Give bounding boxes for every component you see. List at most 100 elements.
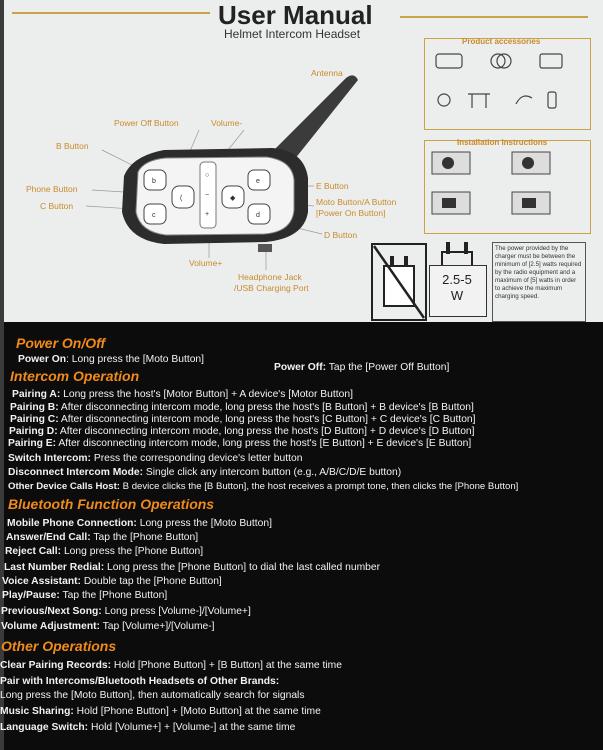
- bluetooth-label: Voice Assistant:: [2, 576, 81, 587]
- intercom-label: Pairing C:: [10, 414, 59, 425]
- other-label: Music Sharing:: [0, 706, 74, 717]
- bluetooth-text: Double tap the [Phone Button]: [80, 576, 222, 587]
- intercom-text: After disconnecting intercom mode, long …: [58, 414, 476, 425]
- bluetooth-label: Previous/Next Song:: [1, 606, 102, 617]
- intercom-text: After disconnecting intercom mode, long …: [56, 438, 472, 449]
- intercom-text: After disconnecting intercom mode, long …: [57, 426, 475, 437]
- other-line: Long press the [Moto Button], then autom…: [0, 690, 305, 701]
- intercom-line: Pairing A: Long press the host's [Motor …: [12, 389, 353, 400]
- power-on-line: Power On: Long press the [Moto Button]: [18, 354, 204, 365]
- intercom-line: Switch Intercom: Press the corresponding…: [8, 453, 302, 464]
- heading-power: Power On/Off: [16, 335, 106, 351]
- no-charger-icon: [371, 243, 427, 321]
- power-on-label: Power On: [18, 354, 67, 365]
- header-rule-right: [400, 16, 588, 18]
- callout-d-button: D Button: [324, 230, 358, 240]
- svg-text:○: ○: [205, 172, 209, 179]
- bluetooth-label: Answer/End Call:: [6, 532, 91, 543]
- intercom-label: Disconnect Intercom Mode:: [8, 467, 144, 478]
- power-rating: 2.5-5 W: [436, 272, 478, 304]
- callout-headphone-jack: Headphone Jack: [238, 272, 302, 282]
- charger-plug-icon: [441, 242, 473, 267]
- instructions-panel: Power On/Off Power On: Long press the [M…: [0, 322, 603, 750]
- bluetooth-text: Tap the [Phone Button]: [90, 532, 199, 543]
- intercom-label: Pairing B:: [10, 402, 59, 413]
- svg-text:e: e: [256, 178, 260, 185]
- intercom-text: Press the corresponding device's letter …: [90, 453, 303, 464]
- callout-c-button: C Button: [40, 201, 74, 211]
- accessories-box: [424, 38, 591, 130]
- bluetooth-line: Answer/End Call: Tap the [Phone Button]: [6, 532, 198, 543]
- other-line: Music Sharing: Hold [Phone Button] + [Mo…: [0, 706, 321, 717]
- accessories-title: Product accessories: [462, 37, 541, 46]
- bluetooth-label: Mobile Phone Connection:: [7, 518, 137, 529]
- callout-b-button: B Button: [56, 141, 89, 151]
- bluetooth-text: Long press the [Phone Button] to dial th…: [104, 562, 381, 573]
- bluetooth-label: Play/Pause:: [2, 590, 60, 601]
- accessories-illustration: [435, 53, 563, 109]
- intercom-text: B device clicks the [B Button], the host…: [119, 481, 519, 492]
- bluetooth-text: Long press the [Moto Button]: [136, 518, 272, 529]
- callout-power-off: Power Off Button: [114, 118, 179, 128]
- other-label: Clear Pairing Records:: [0, 660, 112, 671]
- power-off-label: Power Off:: [274, 362, 327, 373]
- power-off-text: Tap the [Power Off Button]: [326, 362, 450, 373]
- intercom-line: Pairing B: After disconnecting intercom …: [10, 402, 474, 413]
- bluetooth-label: Volume Adjustment:: [1, 621, 100, 632]
- svg-text:−: −: [205, 192, 209, 199]
- callout-moto-button: Moto Button/A Button: [316, 197, 397, 207]
- intercom-line: Pairing D: After disconnecting intercom …: [9, 426, 475, 437]
- bluetooth-text: Tap the [Phone Button]: [59, 590, 168, 601]
- heading-intercom: Intercom Operation: [10, 368, 140, 384]
- bluetooth-text: Long press the [Phone Button]: [61, 546, 204, 557]
- bluetooth-line: Reject Call: Long press the [Phone Butto…: [5, 546, 203, 557]
- callout-antenna: Antenna: [311, 68, 343, 78]
- page-title: User Manual: [218, 0, 373, 30]
- charger-note-box: [492, 242, 586, 322]
- other-text: Hold [Phone Button] + [B Button] at the …: [111, 660, 342, 671]
- other-line: Pair with Intercoms/Bluetooth Headsets o…: [0, 676, 279, 687]
- other-line: Clear Pairing Records: Hold [Phone Butto…: [0, 660, 342, 671]
- bluetooth-line: Volume Adjustment: Tap [Volume+]/[Volume…: [1, 621, 215, 632]
- intercom-label: Pairing E:: [8, 438, 57, 449]
- power-off-line: Power Off: Tap the [Power Off Button]: [274, 362, 449, 373]
- other-text: Hold [Phone Button] + [Moto Button] at t…: [73, 706, 321, 717]
- bluetooth-text: Tap [Volume+]/[Volume-]: [99, 621, 215, 632]
- power-on-text: : Long press the [Moto Button]: [66, 354, 205, 365]
- intercom-label: Other Device Calls Host:: [8, 481, 120, 492]
- other-label: Pair with Intercoms/Bluetooth Headsets o…: [0, 676, 280, 687]
- other-label: Language Switch:: [0, 722, 89, 733]
- power-rating-box: [429, 265, 487, 317]
- svg-text:c: c: [152, 212, 156, 219]
- callout-e-button: E Button: [316, 181, 349, 191]
- heading-bluetooth: Bluetooth Function Operations: [8, 496, 215, 512]
- installation-illustration: [431, 151, 551, 215]
- bluetooth-line: Last Number Redial: Long press the [Phon…: [4, 562, 380, 573]
- headset-device-illustration: b c ( e d ◆ ○ − +: [85, 75, 358, 270]
- bluetooth-label: Last Number Redial:: [4, 562, 105, 573]
- intercom-line: Pairing E: After disconnecting intercom …: [8, 438, 471, 449]
- callout-volume-plus: Volume+: [189, 258, 223, 268]
- header-rule-left: [12, 12, 210, 14]
- intercom-line: Pairing C: After disconnecting intercom …: [10, 414, 476, 425]
- installation-title: Installation instructions: [457, 138, 548, 147]
- intercom-text: Single click any intercom button (e.g., …: [143, 467, 402, 478]
- other-text: Long press the [Moto Button], then autom…: [0, 690, 305, 701]
- svg-text:+: +: [205, 211, 209, 218]
- intercom-label: Pairing A:: [12, 389, 61, 400]
- svg-text:◆: ◆: [230, 195, 236, 202]
- bluetooth-line: Play/Pause: Tap the [Phone Button]: [2, 590, 167, 601]
- bluetooth-text: Long press [Volume-]/[Volume+]: [101, 606, 251, 617]
- heading-other: Other Operations: [1, 638, 117, 654]
- page-subtitle: Helmet Intercom Headset: [224, 27, 361, 41]
- svg-text:d: d: [256, 212, 260, 219]
- bluetooth-label: Reject Call:: [5, 546, 62, 557]
- intercom-label: Pairing D:: [9, 426, 58, 437]
- other-text: Hold [Volume+] + [Volume-] at the same t…: [88, 722, 296, 733]
- diagram-panel: User Manual Helmet Intercom Headset: [4, 0, 603, 322]
- callout-volume-minus: Volume-: [211, 118, 243, 128]
- bluetooth-line: Mobile Phone Connection: Long press the …: [7, 518, 272, 529]
- intercom-text: After disconnecting intercom mode, long …: [58, 402, 474, 413]
- intercom-line: Disconnect Intercom Mode: Single click a…: [8, 467, 401, 478]
